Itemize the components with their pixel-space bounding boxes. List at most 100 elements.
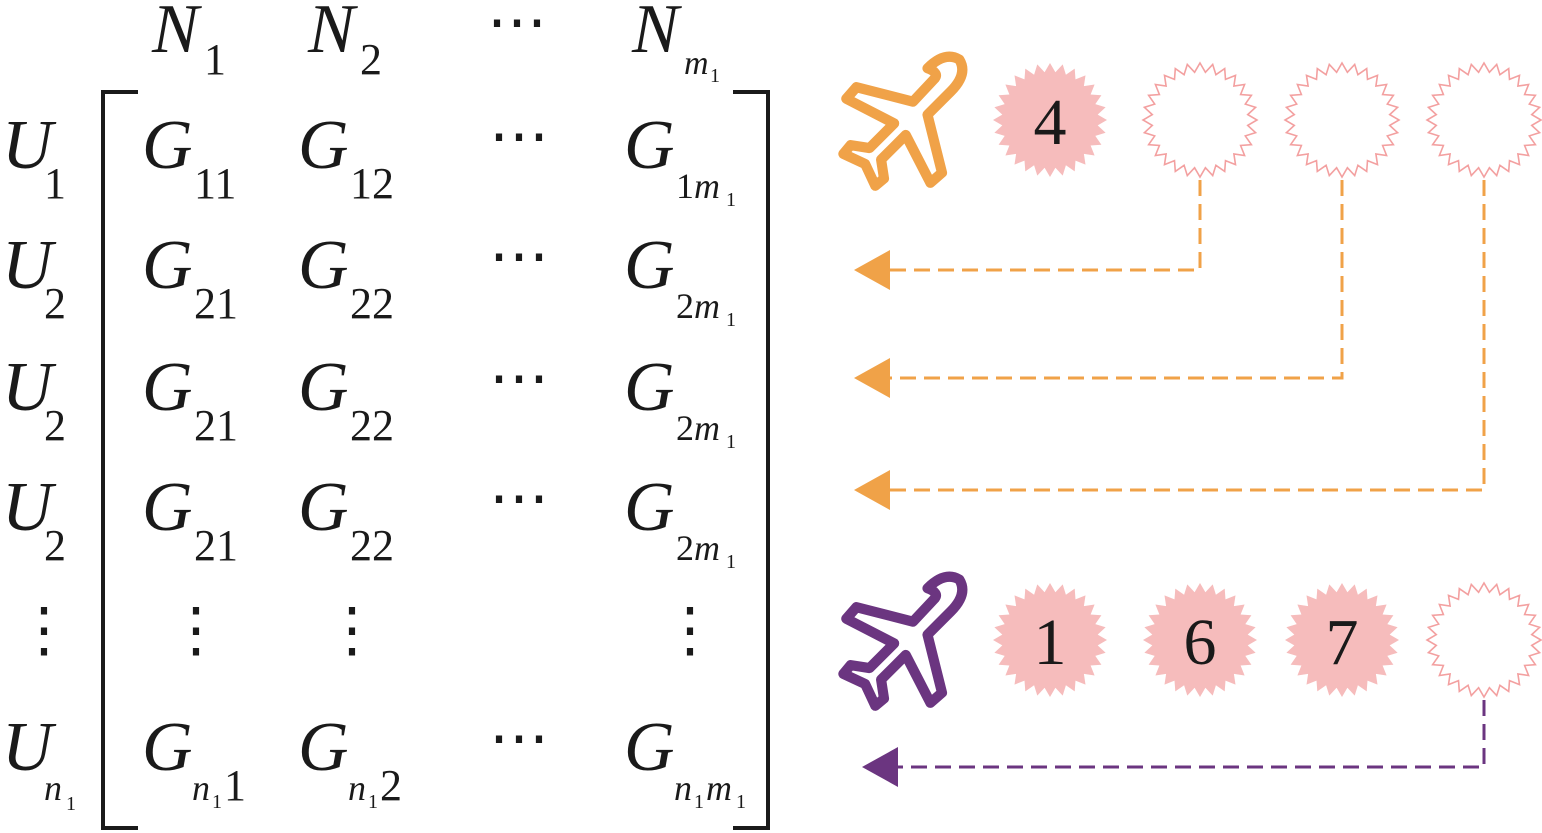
cell-ellipsis: ⋯ [489,465,549,531]
cell-subscript: 22 [350,279,394,328]
cell-base: G [624,107,675,184]
cell-vdots: ⋮ [660,597,720,663]
dashed-arrow-line [898,700,1486,769]
row-label-base: U [2,107,57,184]
cell-subscript: 21 [194,401,238,450]
cell-subscript: 2m [676,528,720,568]
column-header-base: N [151,0,202,68]
matrix-row: ⋮⋮⋮⋮ [14,597,720,663]
row-label-subsubscript: 1 [66,793,76,815]
cell-subscript-tail: 1 [224,761,246,810]
arrow-head [862,747,898,787]
row-label-subscript: n [44,768,62,808]
slot-number: 1 [1034,606,1067,679]
cell-base: G [624,469,675,546]
cell-base: G [142,227,193,304]
empty-slot-badge [1425,581,1542,699]
row-label-subscript: 2 [44,521,66,570]
cell-subscript-text: 2 [676,286,694,326]
cell-subscript: 11 [194,159,236,208]
empty-slot-badge [1141,61,1259,179]
arrow-head [854,358,890,398]
cell-base: G [142,469,193,546]
cell-subscript-tail: 2 [380,761,402,810]
column-header-subscript: 2 [360,35,382,84]
slot-number: 4 [1034,86,1067,159]
arrow-head [854,470,890,510]
dashed-arrow-line [890,180,1202,272]
cell-base: G [142,709,193,786]
slot-number: 7 [1326,606,1359,679]
cell-subscript-tail-sub: 1 [736,791,746,813]
cell-base: G [298,349,349,426]
cell-ellipsis: ⋯ [489,103,549,169]
column-header-ellipsis: ⋯ [487,0,547,55]
cell-subscript: 21 [194,521,238,570]
dashed-arrow-line [890,180,1486,492]
cell-subscript: 2m [676,286,720,326]
cell-subscript-text: m [694,528,720,568]
cell-subscript: 22 [350,521,394,570]
cell-subsubscript: 1 [212,791,222,813]
cell-subscript: n [674,768,692,808]
dashed-arrow [862,700,1486,787]
cell-subscript: n [348,768,366,808]
cell-subscript-text: 1 [676,166,694,206]
cell-subscript: 21 [194,279,238,328]
cell-base: G [624,709,675,786]
aircraft-schedule: 1 6 7 [843,577,1542,706]
row-label-vdots: ⋮ [14,597,74,663]
cell-subsubscript: 1 [726,551,736,573]
cell-subscript-text: m [694,408,720,448]
row-label-subscript: 1 [44,159,66,208]
column-header-subscript: m [684,45,709,82]
column-header-subscript: 1 [204,35,226,84]
cell-base: G [624,349,675,426]
airplane-icon [843,577,962,706]
airplane-icon [843,57,962,186]
cell-subscript: 2m [676,408,720,448]
cell-subsubscript: 1 [726,309,736,331]
dashed-arrow [854,180,1486,510]
aircraft-schedule: 4 [843,57,1542,186]
cell-subsubscript: 1 [726,189,736,211]
cell-subscript-tail: m [706,768,732,808]
matrix-right-bracket [733,90,770,830]
cell-base: G [298,227,349,304]
row-label-subscript: 2 [44,401,66,450]
filled-slot-badge [993,63,1107,177]
cell-subscript-text: 2 [676,408,694,448]
cell-subscript: n [192,768,210,808]
slot-number: 6 [1184,606,1217,679]
empty-slot-badge [1425,61,1542,179]
column-header-base: N [631,0,682,68]
cell-subscript: 12 [350,159,394,208]
row-label-base: U [2,469,57,546]
row-label-base: U [2,349,57,426]
matrix-left-bracket [101,90,138,830]
row-label-base: U [2,709,57,786]
cell-subscript-text: m [694,286,720,326]
row-label-subscript: 2 [44,279,66,328]
cell-subsubscript: 1 [726,431,736,453]
cell-base: G [298,107,349,184]
cell-subscript-text: m [694,166,720,206]
filled-slot-badge [1143,583,1257,697]
row-label-base: U [2,227,57,304]
cell-subscript-text: 2 [676,528,694,568]
column-header-subsubscript: 1 [710,65,720,87]
arrow-head [854,250,890,290]
cell-vdots: ⋮ [322,597,382,663]
cell-base: G [298,469,349,546]
cell-subscript: 22 [350,401,394,450]
cell-subscript: 1m [676,166,720,206]
dashed-arrow [854,180,1344,398]
cell-base: G [142,349,193,426]
cell-ellipsis: ⋯ [489,345,549,411]
